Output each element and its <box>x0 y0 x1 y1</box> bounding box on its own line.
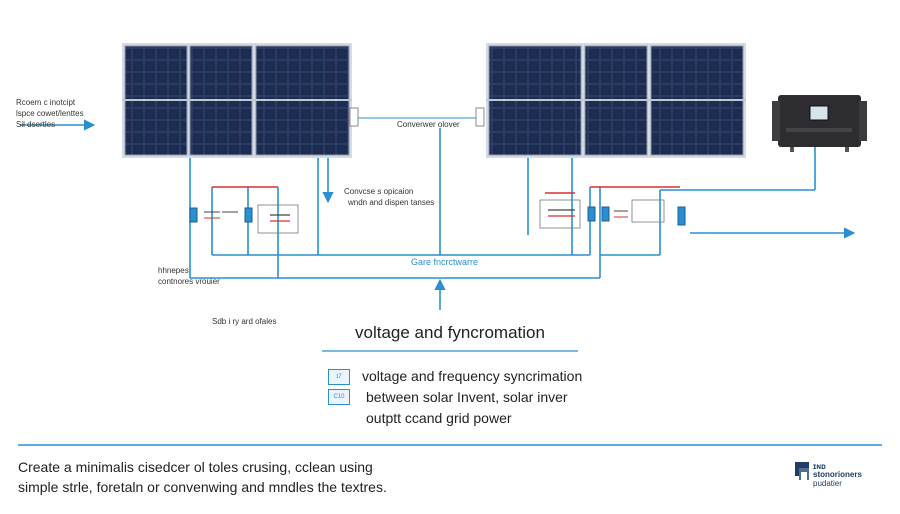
caption-line-2: simple strle, foretaln or convenwing and… <box>18 479 387 495</box>
connector-label: Converwer olover <box>397 120 460 129</box>
junction-box-left <box>349 107 359 127</box>
caption-line-1: Create a minimalis cisedcer ol toles cru… <box>18 459 373 475</box>
logo-text: ɪɴᴅ stonorioners pudatier <box>813 462 862 488</box>
logo-line-1: ɪɴᴅ <box>813 462 826 471</box>
converter-note-1: Convcse s opicaion <box>344 187 414 196</box>
side-note-1: hhnepes <box>158 266 189 275</box>
grid-label: Gare fncrctwarre <box>411 257 479 267</box>
converter-note-2: wndn and dispen tanses <box>348 198 435 207</box>
left-note-1: Rcoem c inotcipt <box>16 98 76 107</box>
junction-box-right <box>475 107 485 127</box>
bottom-note: Sdb i ry ard ofales <box>212 317 277 326</box>
logo-line-2: stonorioners <box>813 470 862 480</box>
info-line-3: outptt ccand grid power <box>366 410 512 426</box>
logo-icon <box>795 462 809 482</box>
info-badge-2: C10 <box>328 389 350 405</box>
solar-panel-array-left <box>122 43 352 158</box>
left-note-3: Sil dsertles <box>16 120 56 129</box>
inverter-icon <box>772 95 867 152</box>
solar-panel-array-right <box>486 43 746 158</box>
logo-line-3: pudatier <box>813 478 842 488</box>
info-line-1: voltage and frequency syncrimation <box>362 368 583 384</box>
side-note-2: contnores vrouier <box>158 277 220 286</box>
wiring <box>20 119 856 310</box>
info-badge-1: ɪ7 <box>328 369 350 385</box>
info-line-2: between solar Invent, solar inver <box>366 389 568 405</box>
section-title: voltage and fyncromation <box>355 323 545 342</box>
left-note-2: lspce cowet/lenttes <box>16 109 84 118</box>
live-lines <box>212 186 680 194</box>
left-components <box>189 204 299 234</box>
right-components <box>539 199 686 229</box>
